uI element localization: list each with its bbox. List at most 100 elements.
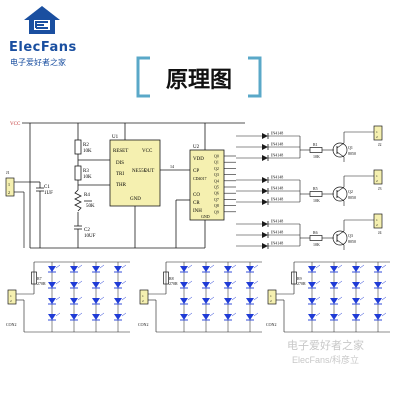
diode-symbol — [262, 232, 268, 238]
ne555-pin-reset: RESET — [113, 149, 128, 154]
matrix-connector — [267, 289, 277, 305]
cd4017-output-q6: Q6 — [214, 191, 219, 196]
transistor-body — [332, 186, 348, 202]
led-symbol — [330, 266, 338, 272]
transistor-value: 8050 — [348, 239, 356, 244]
led-symbol — [246, 314, 254, 320]
matrix-connector-label: CON2 — [138, 322, 148, 327]
matrix-resistor-value: 270R — [169, 281, 178, 286]
cd4017-output-q2: Q2 — [214, 166, 219, 171]
led-symbol — [308, 314, 316, 320]
ne555-pin-out: OUT — [144, 169, 154, 174]
matrix-connector — [7, 289, 17, 305]
led-symbol — [224, 314, 232, 320]
watermark-cn: 电子爱好者之家 — [287, 340, 364, 352]
led-emission — [253, 312, 259, 317]
diode-label: IN4148 — [271, 153, 283, 158]
base-resistor-ref: R1 — [313, 142, 318, 147]
led-symbol — [70, 298, 78, 304]
led-symbol — [374, 314, 382, 320]
transistor-value: 8050 — [348, 195, 356, 200]
led-symbol — [48, 298, 56, 304]
led-emission — [359, 296, 365, 301]
transistor-ref: Q1 — [348, 145, 353, 150]
led-symbol — [92, 314, 100, 320]
led-symbol — [224, 298, 232, 304]
matrix-connector-label: CON2 — [266, 322, 276, 327]
led-symbol — [352, 298, 360, 304]
led-emission — [77, 312, 83, 317]
led-symbol — [70, 282, 78, 288]
led-symbol — [352, 282, 360, 288]
stage-connector-ref: J3 — [378, 186, 382, 191]
stage-connector-ref: J2 — [378, 142, 382, 147]
matrix-connector-label: CON2 — [6, 322, 16, 327]
connector-pin-2: 2 — [376, 223, 378, 227]
led-emission — [381, 264, 387, 269]
led-emission — [315, 296, 321, 301]
r2-value: 10K — [83, 149, 92, 154]
transistor-body — [332, 142, 348, 158]
led-symbol — [374, 266, 382, 272]
matrix-connector-pin-1: 1 — [270, 294, 272, 298]
r3-value: 10K — [83, 175, 92, 180]
vcc-rail — [22, 122, 245, 248]
c1-value: 1UF — [44, 191, 53, 196]
led-emission — [359, 312, 365, 317]
led-emission — [359, 280, 365, 285]
ne555-pin-gnd: GND — [130, 197, 141, 202]
base-resistor — [309, 235, 323, 241]
cd4017-pin-inh: INH — [193, 209, 202, 214]
led-emission — [55, 296, 61, 301]
led-symbol — [114, 314, 122, 320]
led-emission — [253, 296, 259, 301]
matrix-connector — [139, 289, 149, 305]
led-emission — [209, 264, 215, 269]
transistor-collector — [336, 230, 345, 237]
matrix-resistor-ref: R7 — [37, 276, 42, 281]
matrix-connector-pin-2: 2 — [142, 299, 144, 303]
base-resistor-ref: R5 — [313, 186, 318, 191]
cd4017-pin-cp: CP — [193, 169, 199, 174]
led-emission — [381, 296, 387, 301]
led-emission — [77, 264, 83, 269]
led-symbol — [330, 298, 338, 304]
u1-ref: U1 — [112, 135, 119, 140]
cd4017-output-q9: Q9 — [214, 209, 219, 214]
led-emission — [187, 264, 193, 269]
c2-ref: C2 — [84, 228, 90, 233]
led-emission — [381, 280, 387, 285]
led-emission — [121, 296, 127, 301]
stage-connector — [373, 169, 383, 185]
transistor-emitter — [336, 239, 345, 246]
led-symbol — [330, 282, 338, 288]
led-symbol — [70, 266, 78, 272]
led-symbol — [352, 314, 360, 320]
led-emission — [121, 264, 127, 269]
ne555-pin-dis: DIS — [116, 161, 124, 166]
matrix-connector-pin-1: 1 — [10, 294, 12, 298]
led-emission — [315, 312, 321, 317]
connector-pin-2: 2 — [376, 179, 378, 183]
led-emission — [359, 264, 365, 269]
led-emission — [209, 312, 215, 317]
transistor-emitter — [336, 195, 345, 202]
cd4017-pin-vdd: VDD — [193, 157, 204, 162]
diode-label: IN4148 — [271, 230, 283, 235]
led-emission — [231, 264, 237, 269]
diode-symbol — [262, 243, 268, 249]
base-resistor — [309, 147, 323, 153]
c1-ref: C1 — [44, 185, 50, 190]
connector-pin-1: 1 — [376, 174, 378, 178]
c2-value: 10UF — [84, 234, 96, 239]
base-resistor-ref: R6 — [313, 230, 318, 235]
led-emission — [55, 264, 61, 269]
led-emission — [253, 264, 259, 269]
brand-name: ElecFans — [9, 40, 77, 55]
led-emission — [231, 280, 237, 285]
svg-text:2: 2 — [8, 190, 10, 195]
cd4017-output-q0: Q0 — [214, 154, 219, 159]
